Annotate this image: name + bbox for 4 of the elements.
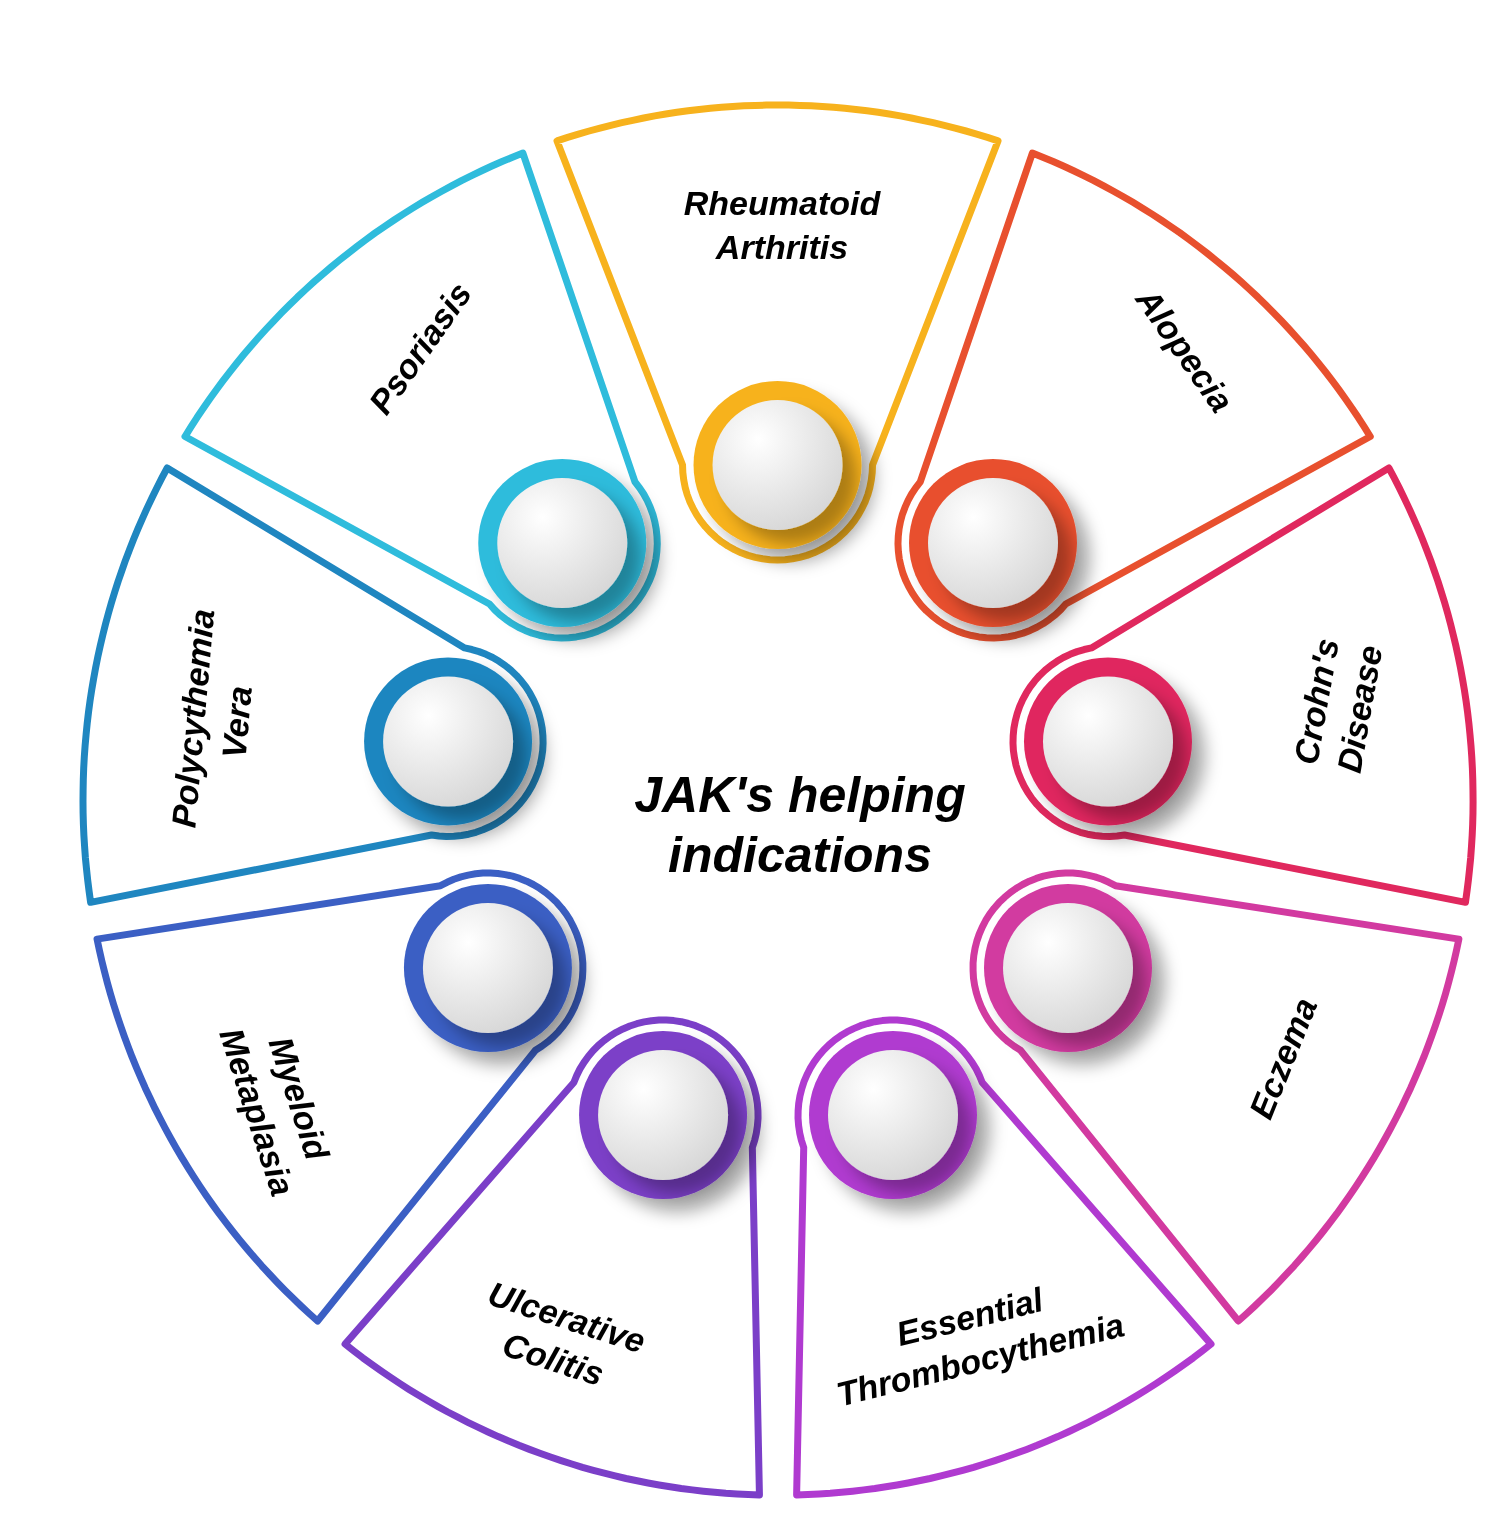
indication-label: Rheumatoid Arthritis — [682, 183, 882, 269]
indication-label: Polycythemia Vera — [163, 606, 260, 832]
center-title: JAK's helping indications — [633, 766, 967, 885]
indication-label: Crohn's Disease — [1285, 634, 1391, 778]
